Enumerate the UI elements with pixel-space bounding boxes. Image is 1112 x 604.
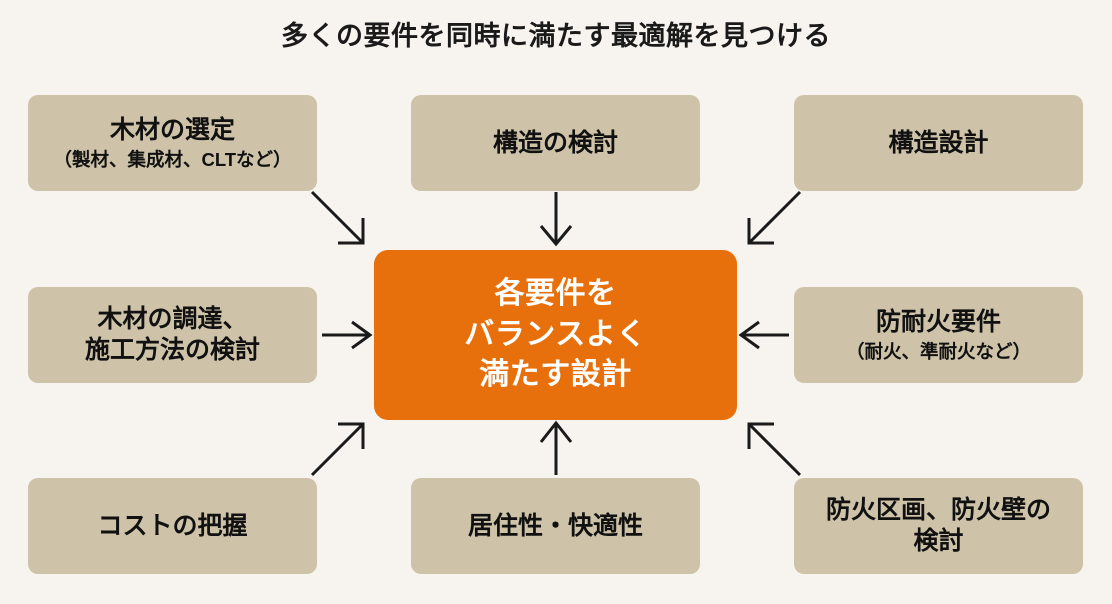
page-title: 多くの要件を同時に満たす最適解を見つける: [281, 21, 831, 51]
arrow-fire-compartment-to-center: [747, 422, 802, 477]
node-wood-selection-sublabel: （製材、集成材、CLTなど）: [53, 148, 292, 170]
node-fire-resistance-sublabel: （耐火、準耐火など）: [845, 340, 1031, 362]
node-wood-selection-label: 木材の選定: [109, 115, 235, 144]
node-livability[interactable]: 居住性・快適性: [411, 478, 700, 574]
node-cost-label: コストの把握: [97, 511, 248, 540]
arrow-procurement-to-center: [322, 320, 373, 350]
node-fire-resistance-label: 防耐火要件: [875, 307, 1001, 336]
arrow-cost-to-center: [310, 422, 365, 477]
node-procurement-label: 木材の調達、 施工方法の検討: [84, 305, 260, 364]
node-procurement[interactable]: 木材の調達、 施工方法の検討: [28, 287, 317, 383]
arrow-wood-selection-to-center: [310, 190, 365, 245]
node-livability-label: 居住性・快適性: [467, 511, 643, 540]
node-structure-study-label: 構造の検討: [492, 128, 618, 157]
node-cost[interactable]: コストの把握: [28, 478, 317, 574]
node-fire-compartment-label: 防火区画、防火壁の 検討: [825, 496, 1051, 555]
node-fire-resistance[interactable]: 防耐火要件 （耐火、準耐火など）: [794, 287, 1083, 383]
node-structural-design-label: 構造設計: [888, 128, 989, 157]
node-center-solution-label: 各要件を バランスよく 満たす設計: [464, 277, 647, 392]
node-structural-design[interactable]: 構造設計: [794, 95, 1083, 191]
arrow-fire-resistance-to-center: [738, 320, 789, 350]
arrow-structure-study-to-center: [539, 192, 573, 247]
node-center-solution[interactable]: 各要件を バランスよく 満たす設計: [374, 250, 737, 420]
arrow-structural-design-to-center: [747, 190, 802, 245]
node-structure-study[interactable]: 構造の検討: [411, 95, 700, 191]
node-wood-selection[interactable]: 木材の選定 （製材、集成材、CLTなど）: [28, 95, 317, 191]
arrow-livability-to-center: [539, 420, 573, 475]
node-fire-compartment[interactable]: 防火区画、防火壁の 検討: [794, 478, 1083, 574]
